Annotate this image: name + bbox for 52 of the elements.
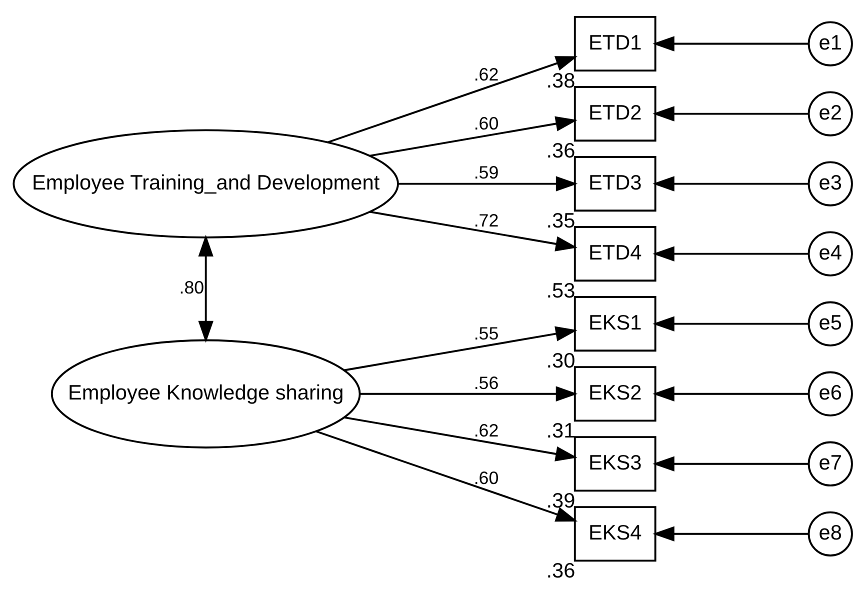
node-circle: e6 — [808, 370, 853, 416]
node-circle: e3 — [808, 160, 853, 206]
arrow — [652, 106, 808, 121]
arrow — [316, 430, 578, 522]
node-box: ETD2 — [574, 86, 656, 142]
arrow — [344, 326, 578, 371]
edge-label: .72 — [474, 210, 499, 230]
node-label: .53 — [546, 278, 576, 302]
arrow — [327, 56, 578, 143]
node-box: EKS4 — [574, 506, 656, 562]
node-label: .36 — [546, 138, 576, 162]
node-circle: e7 — [808, 440, 853, 486]
arrow — [344, 416, 578, 461]
node-ellipse: Employee Training_and Development — [12, 128, 399, 238]
arrow — [198, 234, 214, 342]
node-box: ETD4 — [574, 226, 656, 282]
arrow — [652, 36, 808, 51]
arrow — [652, 386, 808, 401]
arrow — [652, 456, 808, 471]
node-box: EKS2 — [574, 366, 656, 422]
node-ellipse: Employee Knowledge sharing — [50, 338, 361, 448]
node-label: .38 — [546, 68, 576, 92]
node-circle: e5 — [808, 300, 853, 346]
node-circle: e2 — [808, 90, 853, 136]
arrow — [652, 246, 808, 261]
node-box: EKS1 — [574, 296, 656, 352]
node-box: EKS3 — [574, 436, 656, 492]
arrow — [398, 176, 578, 191]
node-label: .36 — [546, 558, 576, 582]
edge-label: .62 — [474, 420, 499, 440]
node-box: ETD1 — [574, 16, 656, 72]
edge-label: .80 — [179, 276, 204, 297]
arrow — [369, 210, 578, 251]
edge-label: .56 — [474, 372, 499, 392]
arrow — [652, 176, 808, 191]
edge-label: .55 — [474, 323, 499, 344]
node-circle: e8 — [808, 510, 853, 556]
arrow — [360, 386, 578, 401]
node-box: ETD3 — [574, 156, 656, 212]
node-label: .31 — [546, 418, 576, 442]
node-circle: e1 — [808, 20, 853, 66]
node-circle: e4 — [808, 230, 853, 276]
arrow — [652, 526, 808, 541]
node-label: .30 — [546, 348, 576, 372]
node-label: .35 — [546, 208, 576, 232]
edge-label: .62 — [474, 64, 499, 84]
edge-label: .60 — [474, 113, 499, 134]
edge-label: .59 — [474, 162, 499, 182]
arrow — [369, 116, 578, 156]
edge-label: .60 — [474, 468, 499, 488]
node-label: .39 — [546, 488, 576, 512]
arrow — [652, 316, 808, 331]
